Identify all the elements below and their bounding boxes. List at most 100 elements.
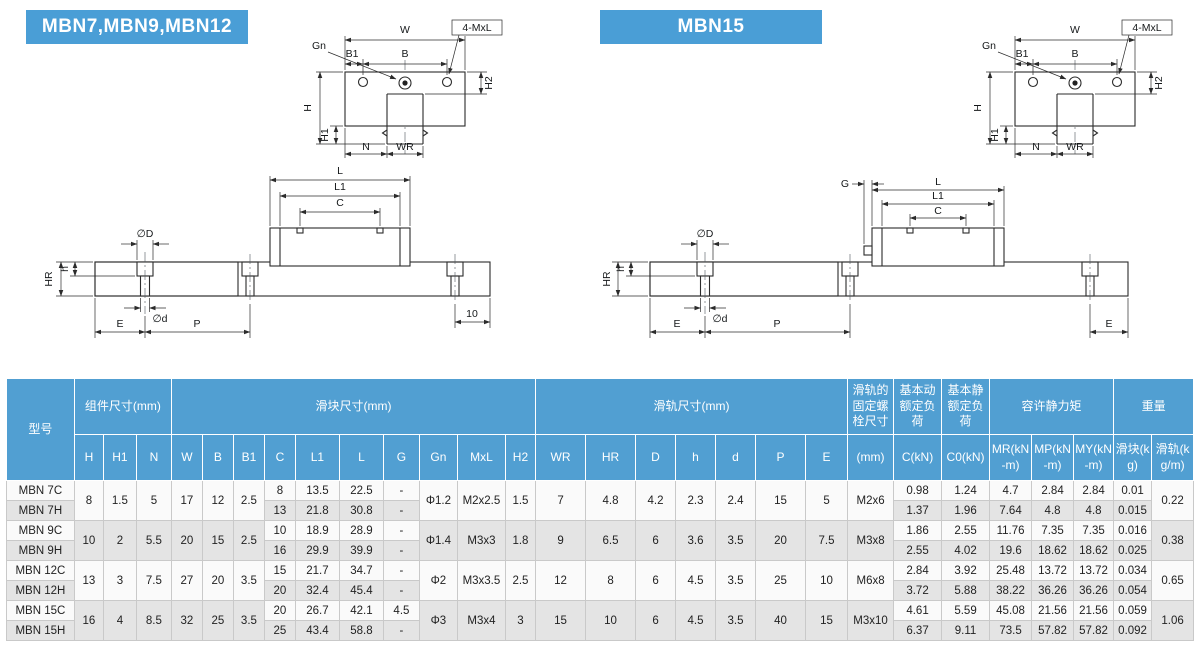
col-header-gn: Gn [418,434,458,481]
col-group-block: 滑块尺寸(mm) [170,378,537,435]
cell-C: 16 [263,540,296,561]
col-group-assembly: 组件尺寸(mm) [73,378,172,435]
dim-label-b: B [1071,48,1078,60]
cell-MR: 7.64 [989,500,1033,521]
cell-G: - [382,500,420,521]
cell-WR: 12 [535,560,587,601]
cell-Gn: Φ2 [418,560,458,601]
cell-H2: 1.8 [504,520,537,561]
cell-C0kN: 5.59 [941,600,991,621]
cell-CkN: 2.84 [893,560,943,581]
cell-rail: 0.65 [1151,560,1195,601]
cell-C0kN: 5.88 [941,580,991,601]
col-header-w: W [170,434,203,481]
cell-MP: 2.84 [1031,480,1075,501]
col-header-bolt-mm: (mm) [847,434,895,481]
cell-C: 20 [263,580,296,601]
dim-label-phi-d-big: ∅D [697,228,714,240]
dim-label-h: H [302,104,314,112]
cell-L1: 21.8 [294,500,340,521]
cell-H2: 3 [504,600,537,641]
dim-label-e-left: E [673,318,680,330]
cell-model: MBN 12H [5,580,75,601]
cell-d: 3.5 [715,600,757,641]
cell-MP: 4.8 [1031,500,1075,521]
dim-label-phi-d-small: ∅d [153,313,168,325]
cell-H1: 4 [102,600,137,641]
dim-label-h: H [972,104,984,112]
cell-H1: 3 [102,560,137,601]
cell-L1: 26.7 [294,600,340,621]
cell-WR: 7 [535,480,587,521]
front-view-left: W B1 B Gn 4-MxL H H1 [302,19,503,158]
cell-C0kN: 3.92 [941,560,991,581]
cell-B1: 2.5 [232,480,265,521]
col-header-my: MY(kN-m) [1073,434,1115,481]
cell-MR: 4.7 [989,480,1033,501]
cell-d: 3.5 [715,560,757,601]
dim-label-phi-d-small: ∅d [713,313,728,325]
cell-L1: 13.5 [294,480,340,501]
cell-MxL: M3x3 [456,520,506,561]
cell-Gn: Φ1.4 [418,520,458,561]
cell-CkN: 0.98 [893,480,943,501]
cell-blk: 0.015 [1113,500,1153,521]
cell-model: MBN 9H [5,540,75,561]
cell-P: 25 [755,560,807,601]
cell-MY: 36.26 [1073,580,1115,601]
cell-model: MBN 9C [5,520,75,541]
side-view-left: L L1 C ∅D ∅d [43,165,491,338]
cell-C0kN: 1.96 [941,500,991,521]
col-header-b1: B1 [232,434,265,481]
cell-MxL: M3x4 [456,600,506,641]
cell-rail: 0.22 [1151,480,1195,521]
cell-CkN: 1.86 [893,520,943,541]
cell-D: 6 [635,520,677,561]
cell-h: 4.5 [675,560,717,601]
cell-C: 8 [263,480,296,501]
cell-CkN: 4.61 [893,600,943,621]
cell-D: 6 [635,600,677,641]
cell-rail: 1.06 [1151,600,1195,641]
cell-E: 7.5 [805,520,849,561]
cell-MR: 45.08 [989,600,1033,621]
cell-C0kN: 2.55 [941,520,991,541]
cell-h: 3.6 [675,520,717,561]
col-header-h: H [73,434,104,481]
technical-drawing-right: W B1 B Gn 4-MxL H H1 [601,19,1173,338]
col-header-c0kn: C0(kN) [941,434,991,481]
dim-label-gn: Gn [312,40,326,52]
dim-label-h1: H1 [319,128,331,142]
dim-label-g: G [841,178,849,190]
panel-title-banner-left: MBN7,MBN9,MBN12 [26,10,248,44]
cell-blk: 0.016 [1113,520,1153,541]
dim-label-l: L [337,165,343,177]
cell-h: 2.3 [675,480,717,521]
dim-label-w: W [400,24,410,36]
col-header-mr: MR(kN-m) [989,434,1033,481]
cell-MR: 11.76 [989,520,1033,541]
cell-bolt: M3x8 [847,520,895,561]
cell-G: - [382,520,420,541]
dim-label-h2: H2 [1153,76,1165,90]
col-header-g: G [382,434,420,481]
col-header-d-small: d [715,434,757,481]
cell-B: 25 [201,600,234,641]
spec-table: 型号 组件尺寸(mm) 滑块尺寸(mm) 滑轨尺寸(mm) 滑轨的固定螺栓尺寸 … [5,378,1195,641]
cell-E: 15 [805,600,849,641]
cell-L1: 21.7 [294,560,340,581]
cell-CkN: 3.72 [893,580,943,601]
cell-W: 20 [170,520,203,561]
diagram-panel-mbn7-9-12: MBN7,MBN9,MBN12 [0,0,600,376]
cell-L: 30.8 [338,500,384,521]
cell-CkN: 2.55 [893,540,943,561]
cell-MP: 36.26 [1031,580,1075,601]
cell-MxL: M3x3.5 [456,560,506,601]
cell-G: - [382,560,420,581]
cell-C: 15 [263,560,296,581]
col-header-model: 型号 [5,378,75,481]
